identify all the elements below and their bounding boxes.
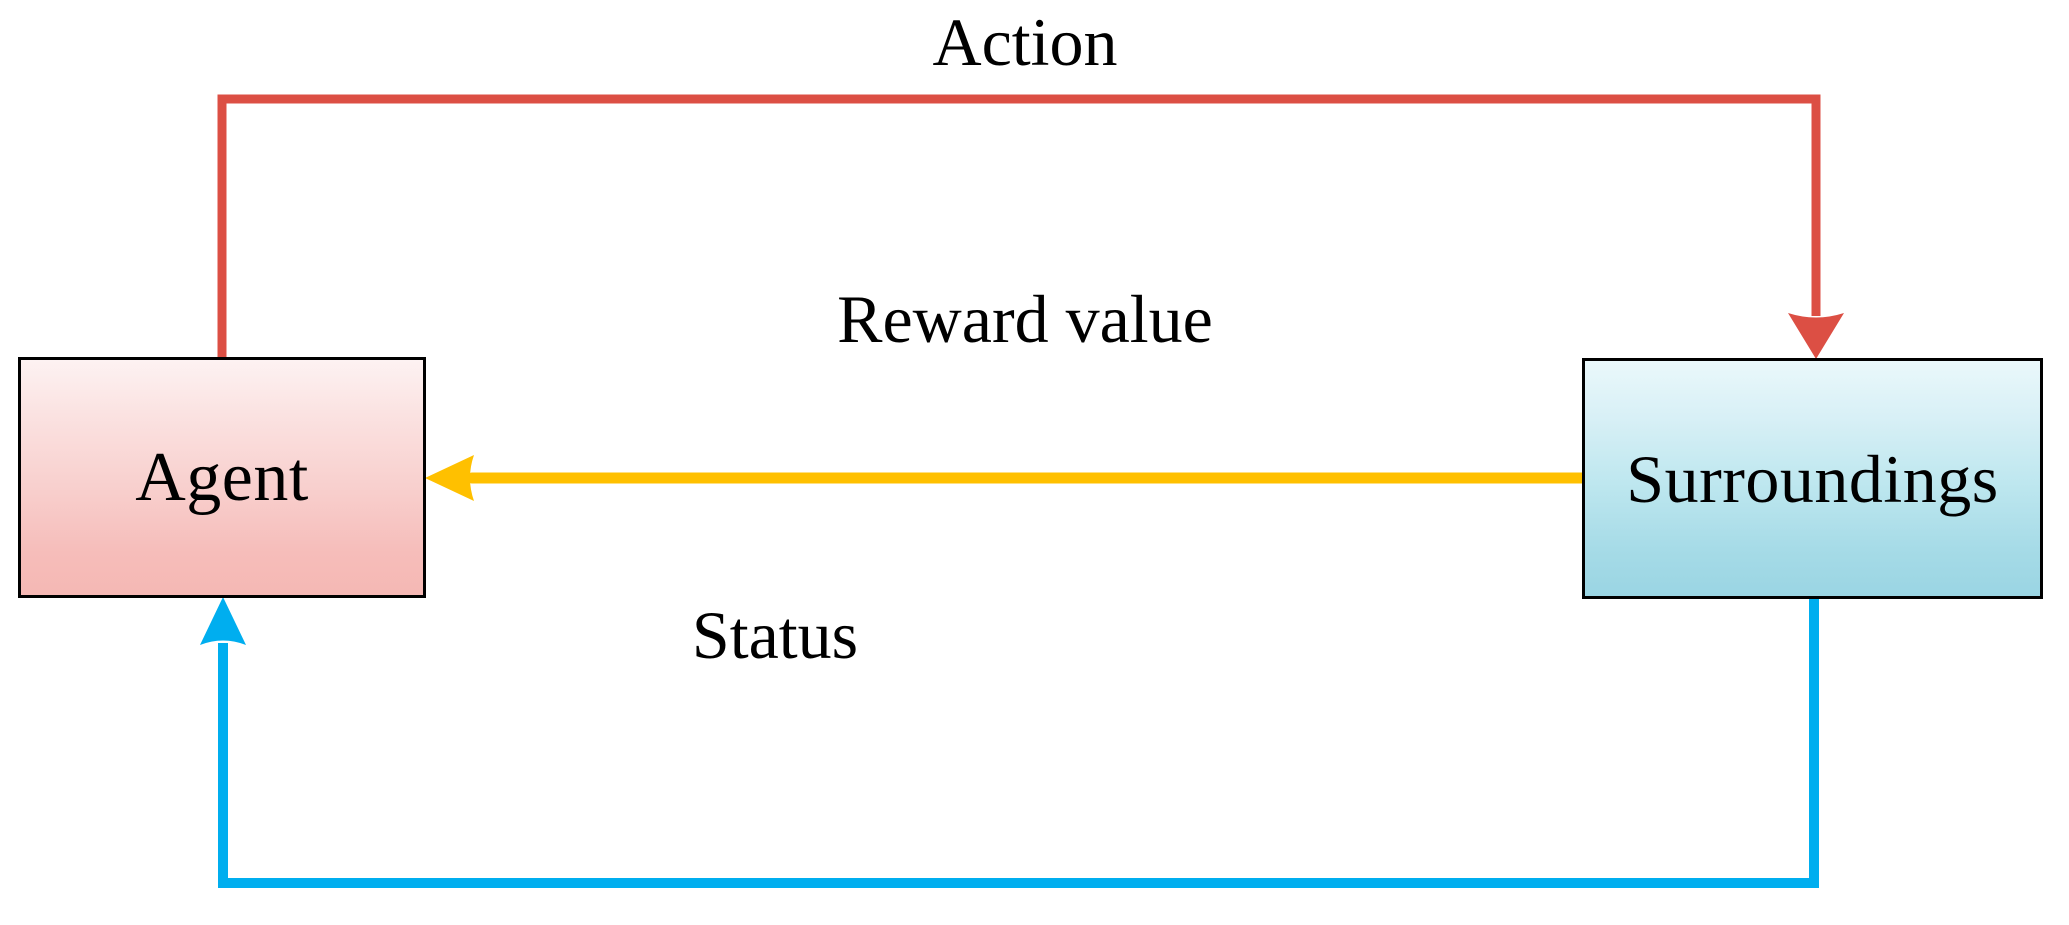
node-agent-label: Agent <box>135 438 309 516</box>
edge-status-line <box>218 598 1819 888</box>
edge-action-line <box>217 94 1821 357</box>
edge-status <box>200 597 1819 888</box>
edge-status-arrowhead <box>200 597 246 645</box>
node-surroundings[interactable]: Surroundings <box>1582 358 2043 599</box>
node-surroundings-label: Surroundings <box>1626 440 1999 517</box>
edge-label-status: Status <box>691 597 859 673</box>
edge-reward-value-arrowhead <box>425 455 474 501</box>
edge-action <box>217 94 1844 359</box>
edge-label-reward-value: Reward value <box>837 281 1213 357</box>
edge-reward-value <box>425 455 1591 501</box>
edge-label-action: Action <box>932 4 1118 80</box>
edge-action-arrowhead <box>1788 313 1844 359</box>
node-agent[interactable]: Agent <box>18 357 426 598</box>
